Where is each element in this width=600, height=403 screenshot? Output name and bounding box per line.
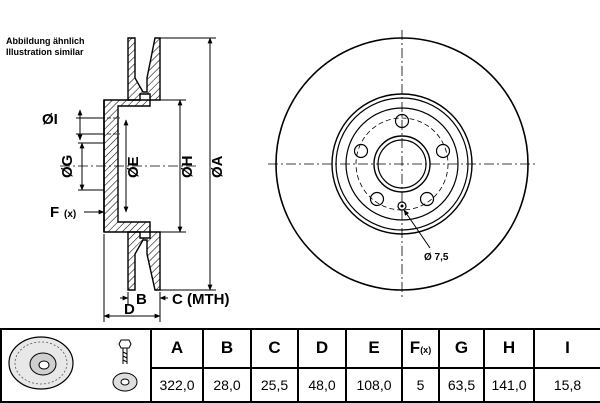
- disc-thumbnail-cell: [0, 328, 152, 403]
- bolt-hole: [419, 191, 435, 207]
- label-dia-e: ØE: [125, 156, 142, 178]
- label-dia-i: ØI: [42, 111, 58, 128]
- label-d: D: [124, 301, 135, 318]
- outer-edge: [275, 37, 529, 291]
- note-illustration-de: Abbildung ähnlich: [6, 36, 85, 46]
- value-f: 5: [401, 366, 440, 403]
- value-h: 141,0: [483, 366, 535, 403]
- label-f-sub: (x): [64, 209, 76, 220]
- wheel-hub-icon: [112, 372, 138, 392]
- bolt-hole: [394, 113, 410, 129]
- disc-cross-section: [60, 37, 196, 291]
- label-hole-dia: Ø 7,5: [424, 252, 449, 263]
- center-bore: [373, 135, 431, 193]
- label-dia-g: ØG: [59, 155, 76, 178]
- hat-outer-ring: [331, 93, 473, 235]
- disc-thumbnail: [8, 336, 138, 392]
- header-c: C: [250, 328, 299, 369]
- label-f: F: [50, 204, 59, 221]
- header-b: B: [202, 328, 252, 369]
- hub-section: [103, 99, 151, 233]
- value-e: 108,0: [345, 366, 403, 403]
- header-d: D: [297, 328, 347, 369]
- label-c-mth: C (MTH): [172, 291, 229, 308]
- spec-table: A B C D E F(x) G H I 322,0 28,0 25,5 48,…: [0, 328, 600, 403]
- label-b: B: [136, 291, 147, 308]
- bolt-hole: [353, 143, 369, 159]
- header-f: F(x): [401, 328, 440, 369]
- note-illustration-en: Illustration similar: [6, 47, 84, 57]
- bolt-hole: [435, 143, 451, 159]
- header-a: A: [150, 328, 204, 369]
- value-d: 48,0: [297, 366, 347, 403]
- dimension-labels: ØI ØG ØE ØH ØA F (x) B C (MTH) D: [42, 111, 229, 318]
- header-h: H: [483, 328, 535, 369]
- value-a: 322,0: [150, 366, 204, 403]
- friction-ring-top: [127, 37, 161, 101]
- header-i: I: [533, 328, 600, 369]
- value-c: 25,5: [250, 366, 299, 403]
- technical-drawing: ØI ØG ØE ØH ØA F (x) B C (MTH) D Ø 7,5: [42, 30, 536, 322]
- label-dia-h: ØH: [179, 156, 196, 179]
- disc-front-view: Ø 7,5: [268, 30, 536, 298]
- label-dia-a: ØA: [209, 155, 226, 178]
- friction-ring-bottom: [127, 231, 161, 291]
- header-e: E: [345, 328, 403, 369]
- value-b: 28,0: [202, 366, 252, 403]
- header-g: G: [438, 328, 485, 369]
- value-i: 15,8: [533, 366, 600, 403]
- dimension-lines: [76, 37, 216, 322]
- bolt-hole: [369, 191, 385, 207]
- bolt-icon: [118, 339, 132, 364]
- value-g: 63,5: [438, 366, 485, 403]
